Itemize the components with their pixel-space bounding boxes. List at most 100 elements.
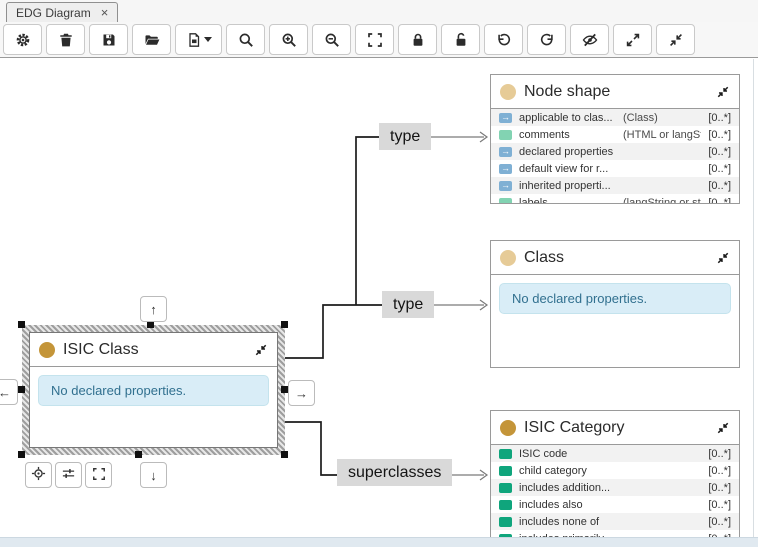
selection-handle[interactable] xyxy=(281,386,288,393)
fit-screen-icon xyxy=(92,467,106,484)
expand-node-button[interactable] xyxy=(85,462,112,488)
selection-handle[interactable] xyxy=(135,451,142,458)
selection-handle[interactable] xyxy=(281,321,288,328)
node-header[interactable]: Class xyxy=(491,241,739,275)
property-row[interactable]: declared properties [0..*] xyxy=(491,143,739,160)
expand-all-button[interactable] xyxy=(613,24,652,55)
property-cardinality: [0..*] xyxy=(708,481,731,494)
node-type-icon xyxy=(500,249,516,266)
sliders-icon xyxy=(61,466,76,484)
node-header[interactable]: Node shape xyxy=(491,75,739,109)
property-row[interactable]: comments (HTML or langStri... [0..*] xyxy=(491,126,739,143)
attribute-square-icon xyxy=(499,197,512,203)
unlock-icon xyxy=(453,32,469,48)
selection-handle[interactable] xyxy=(18,451,25,458)
collapse-icon[interactable] xyxy=(254,343,268,357)
property-name: default view for r... xyxy=(519,162,609,175)
save-button[interactable] xyxy=(89,24,128,55)
node-node-shape[interactable]: Node shape applicable to clas... (Class)… xyxy=(490,74,740,204)
search-button[interactable] xyxy=(226,24,265,55)
lock-icon xyxy=(410,32,426,48)
property-cardinality: [0..*] xyxy=(708,128,731,141)
redo-icon xyxy=(539,32,555,48)
arrow-right-icon xyxy=(295,386,308,401)
add-incoming-button[interactable] xyxy=(140,296,167,322)
edge-layer xyxy=(285,131,489,481)
property-cardinality: [0..*] xyxy=(708,196,731,204)
focus-node-button[interactable] xyxy=(25,462,52,488)
lock-button[interactable] xyxy=(398,24,437,55)
property-row[interactable]: applicable to clas... (Class) [0..*] xyxy=(491,109,739,126)
property-name: includes also xyxy=(519,498,583,511)
property-row[interactable]: default view for r... [0..*] xyxy=(491,160,739,177)
zoom-out-button[interactable] xyxy=(312,24,351,55)
attribute-square-icon xyxy=(499,499,512,510)
delete-button[interactable] xyxy=(46,24,85,55)
tab-title: EDG Diagram xyxy=(16,5,91,20)
attribute-square-icon xyxy=(499,482,512,493)
property-row[interactable]: labels (langString or stri... [0..*] xyxy=(491,194,739,204)
selection-handle[interactable] xyxy=(18,386,25,393)
attribute-square-icon xyxy=(499,129,512,140)
open-folder-icon xyxy=(144,32,160,48)
eye-slash-icon xyxy=(582,32,598,48)
collapse-icon[interactable] xyxy=(716,251,730,265)
property-row[interactable]: inherited properti... [0..*] xyxy=(491,177,739,194)
collapse-all-button[interactable] xyxy=(656,24,695,55)
node-class[interactable]: Class No declared properties. xyxy=(490,240,740,368)
horizontal-scrollbar[interactable] xyxy=(0,537,758,547)
property-cardinality: [0..*] xyxy=(708,145,731,158)
relationship-arrow-icon xyxy=(499,180,512,191)
selection-handle[interactable] xyxy=(147,321,154,328)
unlock-button[interactable] xyxy=(441,24,480,55)
tab-edg-diagram[interactable]: EDG Diagram × xyxy=(6,2,119,22)
selection-handle[interactable] xyxy=(281,451,288,458)
diagram-canvas[interactable]: type type superclasses ISIC Class No dec… xyxy=(0,59,758,547)
property-row[interactable]: child category [0..*] xyxy=(491,462,739,479)
undo-icon xyxy=(496,32,512,48)
settings-button[interactable] xyxy=(3,24,42,55)
undo-button[interactable] xyxy=(484,24,523,55)
property-name: includes addition... xyxy=(519,481,611,494)
edge-label[interactable]: type xyxy=(379,123,432,151)
export-button[interactable] xyxy=(175,24,222,55)
property-row[interactable]: includes none of [0..*] xyxy=(491,513,739,530)
fit-screen-button[interactable] xyxy=(355,24,394,55)
relationship-arrow-icon xyxy=(499,146,512,157)
zoom-out-icon xyxy=(324,32,340,48)
node-title: ISIC Category xyxy=(524,418,625,436)
property-cardinality: [0..*] xyxy=(708,498,731,511)
node-header[interactable]: ISIC Class xyxy=(30,333,277,367)
close-icon[interactable]: × xyxy=(100,5,109,20)
selection-handle[interactable] xyxy=(18,321,25,328)
redo-button[interactable] xyxy=(527,24,566,55)
open-button[interactable] xyxy=(132,24,171,55)
property-list: ISIC code [0..*] child category [0..*] i… xyxy=(491,445,739,546)
node-header[interactable]: ISIC Category xyxy=(491,411,739,445)
edge-label[interactable]: type xyxy=(382,291,435,319)
add-outgoing-button[interactable] xyxy=(140,462,167,488)
node-isic-class[interactable]: ISIC Class No declared properties. xyxy=(29,332,278,448)
node-type-icon xyxy=(39,341,55,358)
property-row[interactable]: ISIC code [0..*] xyxy=(491,445,739,462)
property-row[interactable]: includes addition... [0..*] xyxy=(491,479,739,496)
edge-label[interactable]: superclasses xyxy=(337,459,453,487)
save-icon xyxy=(101,32,117,48)
property-name: child category xyxy=(519,464,587,477)
node-isic-category[interactable]: ISIC Category ISIC code [0..*] child cat… xyxy=(490,410,740,547)
property-cardinality: [0..*] xyxy=(708,447,731,460)
tab-bar: EDG Diagram × xyxy=(0,0,758,22)
arrow-left-icon xyxy=(0,385,11,400)
collapse-icon[interactable] xyxy=(716,421,730,435)
selection-border[interactable]: ISIC Class No declared properties. xyxy=(22,325,285,455)
attribute-square-icon xyxy=(499,465,512,476)
collapse-icon[interactable] xyxy=(716,85,730,99)
add-left-button[interactable] xyxy=(0,379,18,405)
add-right-button[interactable] xyxy=(288,380,315,406)
node-settings-button[interactable] xyxy=(55,462,82,488)
property-row[interactable]: includes also [0..*] xyxy=(491,496,739,513)
node-title: Class xyxy=(524,248,565,266)
zoom-in-button[interactable] xyxy=(269,24,308,55)
hide-button[interactable] xyxy=(570,24,609,55)
property-name: inherited properti... xyxy=(519,179,611,192)
